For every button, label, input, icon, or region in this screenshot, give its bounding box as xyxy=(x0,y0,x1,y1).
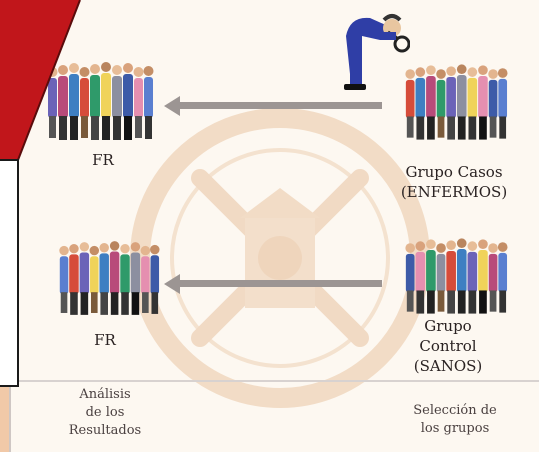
group-of-people-icon xyxy=(59,241,160,315)
control-result-label: FR xyxy=(94,331,116,349)
footer-analysis-label: Análisis de los Resultados xyxy=(68,387,142,438)
arrow-cases-head xyxy=(164,96,180,116)
detective-with-magnifier-icon xyxy=(344,14,410,90)
cases-result-label: FR xyxy=(92,151,114,169)
control-group-label: Grupo Control (SANOS) xyxy=(413,317,483,375)
group-of-people-icon xyxy=(405,64,508,140)
group-of-people-icon xyxy=(405,238,508,314)
footer-divider xyxy=(0,380,539,452)
group-of-people-icon xyxy=(47,62,154,140)
cases-group-label: Grupo Casos (ENFERMOS) xyxy=(400,163,508,201)
red-callout-shape xyxy=(0,0,81,387)
university-seal-watermark xyxy=(130,108,430,408)
arrow-control-line xyxy=(178,280,382,287)
arrow-control-head xyxy=(164,274,180,294)
arrow-cases-line xyxy=(178,102,382,109)
footer-selection-label: Selección de los grupos xyxy=(413,403,497,436)
